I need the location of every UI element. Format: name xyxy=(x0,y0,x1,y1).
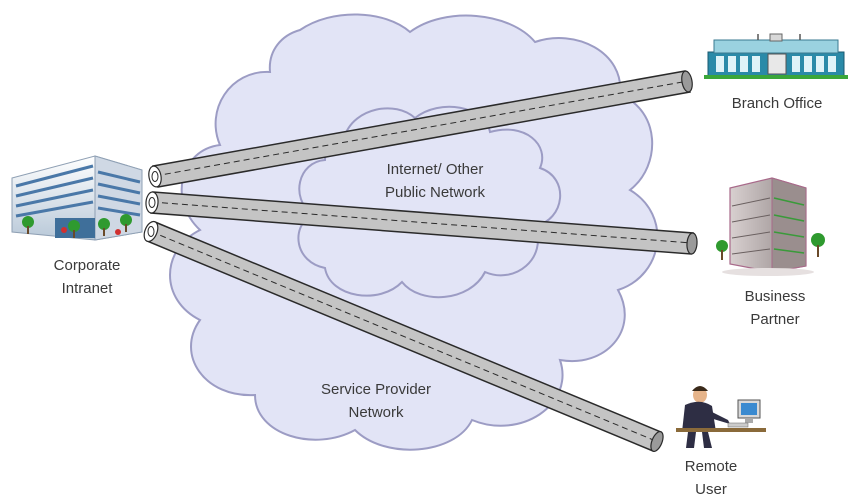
provider-label-line1: Service Provider xyxy=(320,381,432,398)
partner-label-line2: Partner xyxy=(750,311,800,328)
tunnel-business-partner xyxy=(145,191,698,255)
public-label-line1: Internet/ Other xyxy=(386,161,484,178)
office-building-icon xyxy=(11,155,143,241)
tunnel-branch-office xyxy=(148,70,693,188)
partner-label-line1: Business xyxy=(744,288,806,305)
business-partner-label: Business Partner xyxy=(720,285,830,331)
corporate-intranet-label: Corporate Intranet xyxy=(32,254,142,300)
remote-label-line1: Remote xyxy=(684,458,738,475)
branch-label-line1: Branch Office xyxy=(731,95,823,112)
person-at-computer-icon xyxy=(676,386,766,448)
provider-label-line2: Network xyxy=(348,404,404,421)
partner-building-icon xyxy=(716,177,825,276)
tunnel-remote-user xyxy=(143,220,664,453)
branch-office-label: Branch Office xyxy=(712,92,842,115)
remote-user-label: Remote User xyxy=(666,455,756,501)
corporate-label-line1: Corporate xyxy=(53,257,121,274)
branch-building-icon xyxy=(704,33,848,79)
public-network-label: Internet/ Other Public Network xyxy=(360,158,510,204)
service-provider-label: Service Provider Network xyxy=(296,378,456,424)
corporate-label-line2: Intranet xyxy=(61,280,113,297)
public-label-line2: Public Network xyxy=(384,184,486,201)
remote-label-line2: User xyxy=(695,481,727,498)
